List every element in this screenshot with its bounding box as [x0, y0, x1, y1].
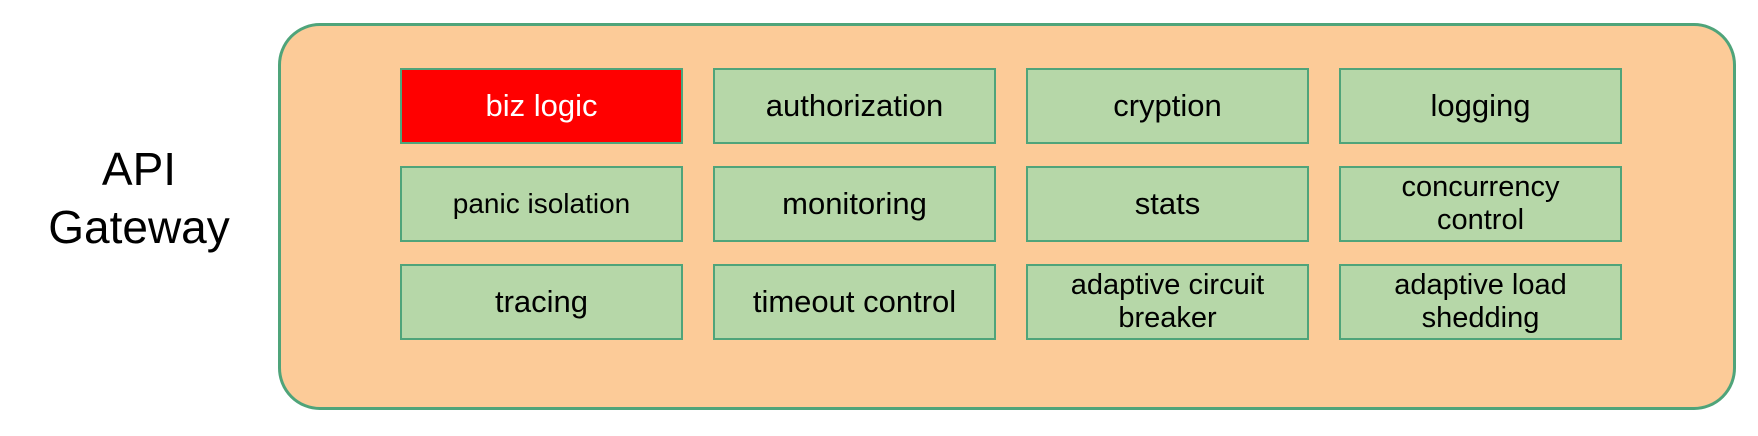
component-box-timeout-control[interactable]: timeout control — [713, 264, 996, 340]
component-box-cryption[interactable]: cryption — [1026, 68, 1309, 144]
component-box-adaptive-load-shedding[interactable]: adaptive load shedding — [1339, 264, 1622, 340]
component-box-adaptive-circuit-breaker[interactable]: adaptive circuit breaker — [1026, 264, 1309, 340]
component-box-tracing[interactable]: tracing — [400, 264, 683, 340]
component-box-monitoring[interactable]: monitoring — [713, 166, 996, 242]
component-box-biz-logic[interactable]: biz logic — [400, 68, 683, 144]
component-box-logging[interactable]: logging — [1339, 68, 1622, 144]
api-gateway-label: API Gateway — [48, 143, 230, 253]
component-box-panic-isolation[interactable]: panic isolation — [400, 166, 683, 242]
api-gateway-panel: biz logic authorization cryption logging pan… — [278, 23, 1736, 410]
component-box-stats[interactable]: stats — [1026, 166, 1309, 242]
component-grid: biz logic authorization cryption logging pan… — [400, 68, 1622, 340]
component-box-concurrency-control[interactable]: concurrency control — [1339, 166, 1622, 242]
component-box-authorization[interactable]: authorization — [713, 68, 996, 144]
